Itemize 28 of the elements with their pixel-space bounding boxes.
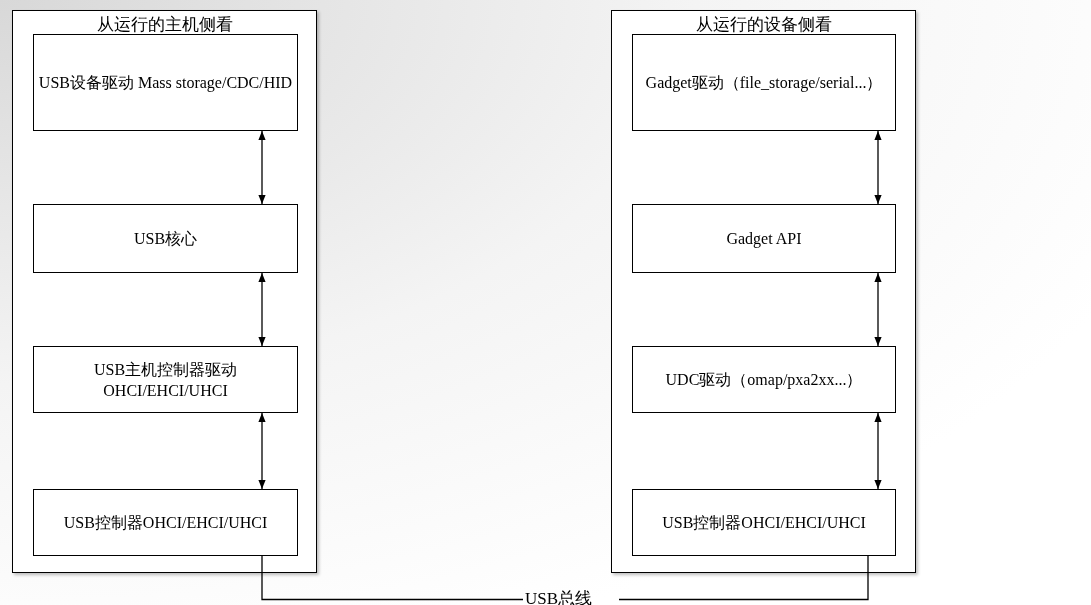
connector-line [261,555,524,601]
layer-label: UDC驱动（omap/pxa2xx...） [664,370,864,390]
layer-label: USB核心 [132,229,199,249]
double-arrow [258,272,266,347]
layer-label: USB主机控制器驱动OHCI/EHCI/UHCI [92,359,239,401]
group-panel [611,10,916,573]
layer-box [632,489,896,556]
layer-box [33,34,298,131]
panel-heading: 从运行的设备侧看 [694,14,833,35]
layer-label: USB控制器OHCI/EHCI/UHCI [661,513,867,533]
layer-label: Gadget API [725,229,803,249]
layer-box [632,34,896,131]
double-arrow [258,130,266,205]
layer-box [632,204,896,273]
double-arrow [874,412,882,490]
layer-label: USB设备驱动 Mass storage/CDC/HID [37,73,294,93]
layer-box [33,346,298,413]
double-arrow [874,130,882,205]
layer-label: Gadget驱动（file_storage/serial...） [644,73,884,93]
layer-label: USB控制器OHCI/EHCI/UHCI [62,513,269,533]
layer-box [33,204,298,273]
layer-box [632,346,896,413]
double-arrow [874,272,882,347]
double-arrow [258,412,266,490]
layer-box [33,489,298,556]
group-panel [12,10,317,573]
panel-heading: 从运行的主机侧看 [95,14,234,35]
connector-line [618,555,869,601]
